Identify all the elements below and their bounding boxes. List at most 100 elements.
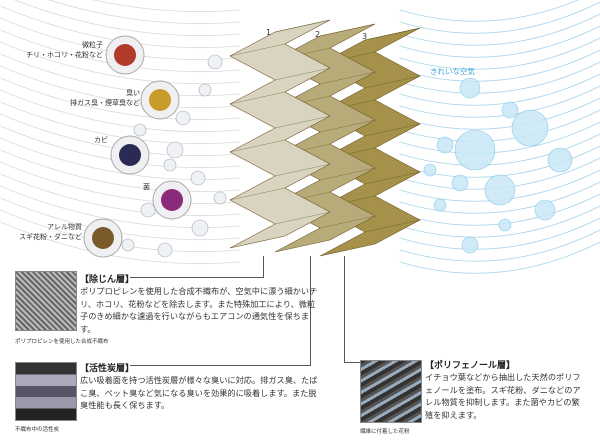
pleat-fold (274, 67, 331, 81)
pleat-fold (319, 71, 376, 85)
clean-air-bubble (454, 129, 496, 171)
airflow-line (0, 53, 241, 97)
clean-air-bubble (451, 174, 469, 192)
airflow-line (13, 0, 241, 37)
airflow-line (0, 137, 241, 181)
clean-air-bubble (534, 199, 556, 221)
clean-airflow-line (399, 97, 600, 130)
pleat-fold (319, 215, 376, 229)
pleat-fold (274, 163, 331, 177)
mold-icon (119, 144, 141, 166)
odor-icon (149, 89, 171, 111)
connector-3 (344, 362, 360, 363)
clean-airflow-line (399, 205, 600, 238)
layer-title-dust: 【除じん層】 (80, 275, 135, 285)
pollutant-label-0: 微粒子チリ・ホコリ・花粉など (26, 41, 103, 59)
dust-particle-icon (114, 44, 136, 66)
filter-layer-1 (229, 19, 331, 249)
bacteria-icon (161, 189, 183, 211)
airflow-line (0, 101, 241, 145)
clean-air-bubble (484, 174, 516, 206)
airflow-line (0, 41, 241, 85)
activated-carbon-photo (15, 362, 77, 421)
connector-1 (130, 277, 263, 278)
clean-air-bubble (423, 163, 437, 177)
particle-bubble (140, 202, 156, 218)
pleat-fold (364, 219, 421, 233)
layer-number-1: 1 (266, 28, 272, 37)
clean-airflow-line (399, 109, 600, 142)
photo-caption-dust: ポリプロピレンを使用した合成不織布 (15, 339, 109, 345)
clean-air-bubble (511, 109, 549, 147)
clean-air-bubble (501, 101, 519, 119)
clean-airflow-line (399, 85, 600, 118)
clean-air-bubble (433, 198, 447, 212)
clean-airflow-line (399, 241, 600, 274)
airflow-line (92, 0, 241, 13)
airflow-line (0, 221, 241, 265)
particle-bubble (166, 141, 184, 159)
clean-airflow-line (399, 133, 600, 166)
nonwoven-fabric-photo (15, 271, 77, 331)
clean-air-bubble (498, 218, 512, 232)
particle-bubble (133, 123, 147, 137)
particle-bubble (175, 110, 191, 126)
pleat-fold (274, 19, 331, 33)
clean-airflow-line (399, 25, 600, 58)
photo-caption-polyphenol: 繊維に付着した花粉 (360, 429, 410, 435)
airflow-line (0, 149, 241, 193)
pleat-fold (274, 115, 331, 129)
pleat-fold (364, 123, 421, 137)
connector-1v (263, 256, 264, 278)
photo-caption-carbon: 不織布中の活性炭 (15, 427, 60, 433)
particle-bubble (163, 158, 177, 172)
pleat-fold (274, 211, 331, 225)
pleat-fold (229, 187, 286, 201)
particle-bubble (121, 238, 135, 252)
pleat-fold (319, 119, 376, 133)
clean-airflow-line (399, 121, 600, 154)
clean-air-bubble (436, 136, 454, 154)
layer-text-polyphenol: イチョウ葉などから抽出した天然のポリフェノールを塗布。スギ花粉、ダニなどのアレル… (425, 372, 581, 420)
clean-airflow-line (399, 1, 600, 34)
layer-text-dust: ポリプロピレンを使用した合成不織布が、空気中に漂う細かいチリ、ホコリ、花粉などを… (80, 286, 318, 334)
pleat-fold (364, 27, 421, 41)
connector-2 (130, 365, 310, 366)
pleat-fold (364, 75, 421, 89)
clean-airflow-line (399, 61, 600, 94)
airflow-line (0, 173, 241, 217)
particle-bubble (213, 191, 227, 205)
clean-airflow-line (399, 49, 600, 82)
clean-air-bubble (547, 147, 573, 173)
pleat-fold (229, 91, 286, 105)
allergen-icon (92, 227, 114, 249)
airflow-line (0, 89, 241, 133)
clean-airflow-line (399, 73, 600, 106)
pleat-fold (364, 171, 421, 185)
clean-airflow-line (399, 181, 600, 214)
pleat-fold (319, 167, 376, 181)
clean-airflow-line (399, 13, 600, 46)
clean-air-bubble (459, 77, 481, 99)
clean-air-label: きれいな空気 (430, 67, 475, 76)
particle-bubble (157, 242, 173, 258)
pleat-fold (319, 23, 376, 37)
airflow-line (48, 0, 241, 25)
particle-bubble (191, 219, 209, 237)
layer-title-polyphenol: 【ポリフェノール層】 (425, 361, 516, 371)
layer-text-carbon: 広い吸着面を持つ活性炭層が様々な臭いに対応。排ガス臭、たばこ臭、ペット臭など気に… (80, 375, 318, 410)
airflow-line (0, 161, 241, 205)
clean-airflow-line (399, 217, 600, 250)
particle-bubble (207, 54, 223, 70)
particle-bubble (198, 83, 212, 97)
pollen-fiber-photo (360, 360, 422, 423)
clean-airflow-line (399, 229, 600, 262)
pleat-fold (229, 43, 286, 57)
clean-airflow-line (399, 37, 600, 70)
layer-number-3: 3 (362, 32, 368, 41)
connector-2v (310, 256, 311, 366)
clean-air-bubble (461, 236, 479, 254)
airflow-line (0, 185, 241, 229)
